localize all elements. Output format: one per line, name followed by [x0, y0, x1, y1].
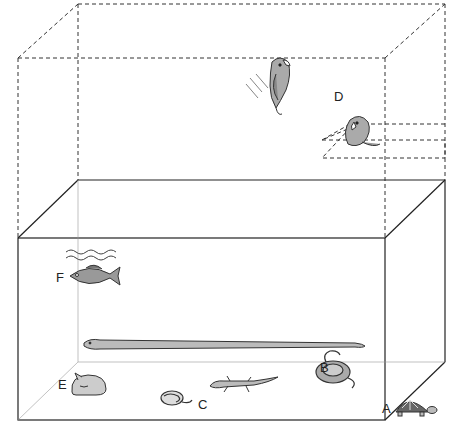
curled-lizard: [161, 391, 192, 405]
sleeping-cat: [72, 373, 106, 395]
water-waves: [66, 250, 116, 260]
callout-letter: F: [56, 271, 64, 284]
open-upper-space: [18, 4, 445, 238]
flying-parrot: [246, 58, 290, 114]
callout-letter: B: [320, 361, 329, 374]
long-snake: [84, 339, 365, 349]
perched-parrot: [345, 116, 380, 145]
lizard: [210, 376, 278, 392]
callout-letter: C: [198, 398, 207, 411]
callout-letter: D: [334, 90, 343, 103]
coiled-snake: [316, 351, 354, 388]
turtle: [396, 400, 437, 416]
callout-letter: E: [58, 378, 67, 391]
fish: [70, 265, 120, 285]
tank-box: [18, 180, 445, 420]
callout-letter: A: [382, 402, 391, 415]
